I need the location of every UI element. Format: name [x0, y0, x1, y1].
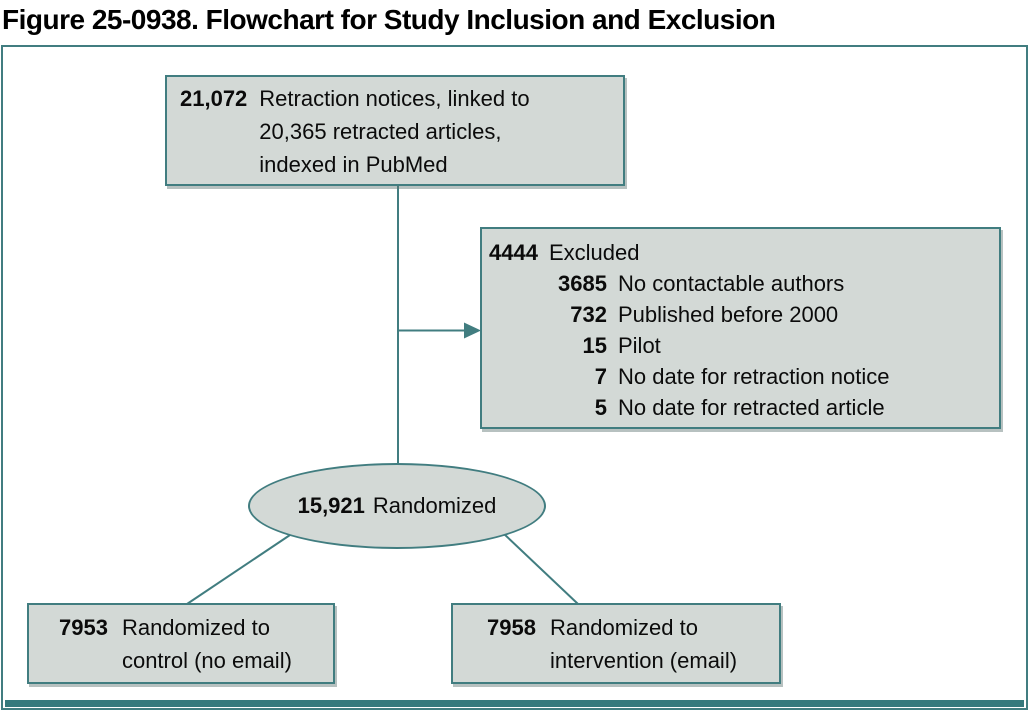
reason-count: 3685: [558, 271, 607, 296]
source-text: Retraction notices, linked to 20,365 ret…: [259, 86, 530, 177]
reason-label: No date for retracted article: [618, 395, 885, 420]
reason-label: Published before 2000: [618, 302, 839, 327]
excluded-box: 4444 Excluded 3685 No contactable author…: [480, 227, 1001, 429]
reason-count: 5: [594, 395, 607, 420]
excluded-reason-row: 15 Pilot: [489, 330, 993, 361]
reason-label: No contactable authors: [618, 271, 845, 296]
excluded-header: 4444 Excluded: [489, 237, 993, 268]
reason-label: Pilot: [618, 333, 661, 358]
excluded-reason-row: 3685 No contactable authors: [489, 268, 993, 299]
source-box: 21,072 Retraction notices, linked to 20,…: [165, 75, 625, 186]
randomized-ellipse: 15,921 Randomized: [248, 463, 546, 549]
reason-count: 15: [582, 333, 607, 358]
excluded-reason-row: 732 Published before 2000: [489, 299, 993, 330]
control-box: 7953 Randomized to control (no email): [27, 603, 335, 684]
reason-label: No date for retraction notice: [618, 364, 890, 389]
source-count: 21,072: [180, 86, 248, 111]
intervention-text: Randomized to intervention (email): [549, 615, 738, 673]
randomized-label: Randomized: [372, 493, 497, 518]
randomized-count: 15,921: [297, 493, 365, 518]
intervention-box: 7958 Randomized to intervention (email): [451, 603, 781, 684]
reason-count: 7: [594, 364, 607, 389]
excluded-label: Excluded: [548, 240, 640, 265]
intervention-count: 7958: [487, 615, 536, 640]
reason-count: 732: [570, 302, 607, 327]
frame-bottom-rule: [5, 700, 1024, 707]
control-count: 7953: [59, 615, 108, 640]
excluded-count: 4444: [489, 240, 538, 265]
control-text: Randomized to control (no email): [121, 615, 292, 673]
excluded-reason-row: 5 No date for retracted article: [489, 392, 993, 423]
figure-frame: [1, 45, 1028, 710]
figure-title: Figure 25-0938. Flowchart for Study Incl…: [2, 4, 776, 35]
excluded-reason-row: 7 No date for retraction notice: [489, 361, 993, 392]
